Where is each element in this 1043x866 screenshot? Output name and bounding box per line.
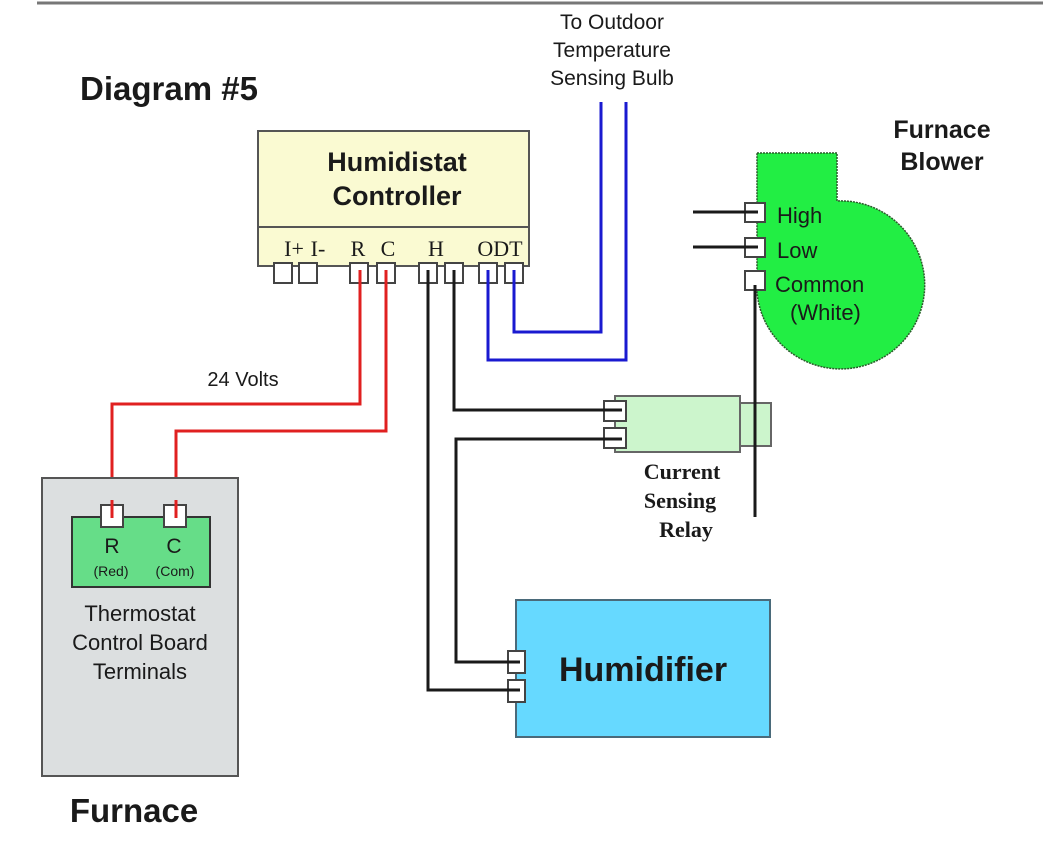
power-wire-label: 24 Volts (207, 369, 278, 391)
current-sensing-relay: Current Sensing Relay (600, 395, 772, 542)
humidistat-box (257, 130, 530, 267)
outdoor-sensor-label: To Outdoor Temperature Sensing Bulb (550, 11, 674, 90)
furnace-title: Furnace (70, 792, 198, 829)
terminal-label-h: H (428, 236, 444, 261)
terminal-label-c: C (381, 236, 396, 261)
control-wire-h-to-humidifier (426, 272, 524, 692)
relay-label-line-1: Current (644, 459, 721, 484)
blower-label-high: High (777, 203, 822, 228)
outdoor-label-line-2: Temperature (553, 39, 671, 62)
sensor-wire-odt-left (486, 102, 628, 362)
terminal-i-minus (298, 262, 318, 284)
sensor-wire-odt-right (512, 102, 603, 334)
furnace: R C (Red) (Com) Thermostat Control Board… (41, 477, 239, 829)
blower-title-line-1: Furnace (893, 116, 990, 144)
thermostat-terminal-block (71, 516, 211, 588)
furnace-terminal-r-letter: R (104, 535, 119, 558)
outdoor-label-line-3: Sensing Bulb (550, 67, 674, 90)
board-label-line-3: Terminals (93, 659, 187, 684)
humidifier-box (515, 599, 771, 738)
terminal-label-i-minus: I- (311, 236, 326, 261)
board-label-line-2: Control Board (72, 630, 208, 655)
furnace-terminal-r-sub: (Red) (93, 563, 128, 579)
terminal-label-i-plus: I+ (284, 236, 304, 261)
relay-label-line-3: Relay (659, 517, 713, 542)
board-label-line-1: Thermostat (84, 601, 195, 626)
furnace-blower: Furnace Blower High Low Common (White) (693, 116, 991, 370)
furnace-terminal-c-sub: (Com) (156, 563, 195, 579)
relay-body (614, 395, 741, 453)
control-wire-h-to-relay (452, 272, 622, 412)
terminal-label-odt: ODT (477, 236, 523, 261)
terminal-label-r: R (351, 236, 366, 261)
humidistat-title-line-2: Controller (332, 181, 461, 211)
power-wire-c (174, 272, 388, 518)
diagram-title: Diagram #5 (80, 70, 258, 107)
humidistat-title-line-1: Humidistat (327, 147, 467, 177)
humidifier-label: Humidifier (559, 651, 727, 689)
blower-title-line-2: Blower (900, 148, 984, 176)
relay-label-line-2: Sensing (644, 488, 716, 513)
blower-label-common: Common (775, 272, 864, 297)
power-wire-r (110, 272, 362, 518)
blower-label-low: Low (777, 238, 817, 263)
outdoor-label-line-1: To Outdoor (560, 11, 664, 34)
furnace-terminal-c-letter: C (166, 535, 181, 558)
blower-label-white: (White) (790, 300, 861, 325)
humidifier: Humidifier (428, 599, 771, 738)
blower-housing (756, 152, 926, 370)
terminal-i-plus (273, 262, 293, 284)
humidistat-controller: Humidistat Controller I+ I- R C H ODT (257, 130, 530, 284)
